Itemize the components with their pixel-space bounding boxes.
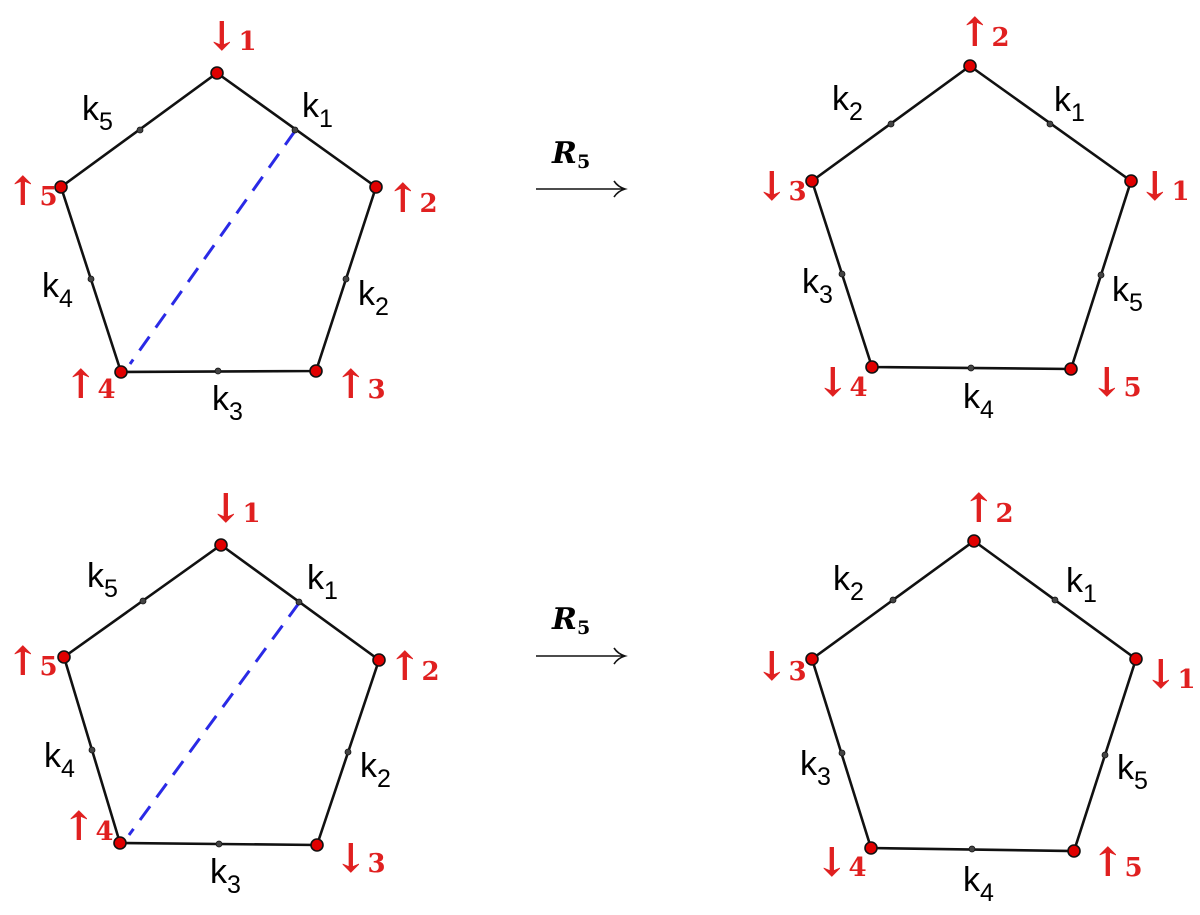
edge-midpoint: [139, 597, 147, 605]
edge-label: k4: [44, 737, 75, 783]
vertex-dot: [309, 364, 323, 378]
edge-label: k4: [42, 267, 73, 313]
edge-label: k2: [832, 80, 863, 126]
vertex-label: ↑2: [386, 175, 438, 222]
vertex-label: ↓3: [334, 835, 386, 882]
vertex-label: ↓1: [209, 485, 261, 532]
edge-label: k3: [212, 380, 243, 426]
vertex-dot: [54, 180, 68, 194]
edge-midpoint: [887, 120, 895, 128]
edge-midpoint: [88, 746, 96, 754]
vertex-label: ↑5: [1091, 839, 1143, 886]
operator-label: R5: [551, 136, 590, 173]
edge-midpoint: [342, 275, 350, 283]
edge-midpoint: [838, 749, 846, 757]
vertex-dot: [963, 59, 977, 73]
edge-label: k3: [802, 263, 833, 309]
edge-label: k1: [1066, 562, 1097, 608]
vertex-label: ↑4: [64, 361, 116, 408]
vertex-dot: [369, 180, 383, 194]
operator-label: R5: [551, 602, 590, 639]
edge-midpoint: [968, 845, 976, 853]
edge-label: k3: [210, 853, 241, 899]
vertex-label: ↓1: [1138, 163, 1190, 210]
edge-midpoint: [1097, 271, 1105, 279]
edge-label: k2: [360, 747, 391, 793]
edge-midpoint: [215, 840, 223, 848]
vertex-label: ↓4: [815, 839, 867, 886]
vertex-label: ↑3: [334, 361, 386, 408]
edge-midpoint: [1046, 120, 1054, 128]
vertex-label: ↓1: [205, 13, 257, 60]
vertex-label: ↑4: [62, 803, 114, 850]
vertex-dot: [1064, 362, 1078, 376]
edge-midpoint: [136, 126, 144, 134]
vertex-label: ↓4: [816, 359, 868, 406]
vertex-dot: [865, 360, 879, 374]
vertex-dot: [1124, 174, 1138, 188]
vertex-label: ↑2: [962, 485, 1014, 532]
pentagon-top-right: k1 k5 k4 k3 k2 ↑2 ↓1 ↓5 ↓4 ↓3: [755, 9, 1190, 424]
edge-label: k1: [302, 87, 333, 133]
edge-label: k3: [800, 745, 831, 791]
pentagon-top-left: k1 k2 k3 k4 k5 ↓1 ↑2 ↑3 ↑4 ↑5: [6, 13, 438, 426]
vertex-dot: [805, 652, 819, 666]
edge-midpoint: [344, 748, 352, 756]
arrow-head: [613, 647, 628, 665]
dashed-diagonal: [127, 602, 301, 836]
vertex-dot: [372, 653, 386, 667]
edge-midpoint: [838, 270, 846, 278]
edge-midpoint: [214, 367, 222, 375]
edge-midpoint: [889, 596, 897, 604]
vertex-label: ↓1: [1144, 651, 1196, 698]
dashed-diagonal: [128, 130, 297, 365]
edge-label: k5: [82, 90, 113, 136]
vertex-dot: [57, 650, 71, 664]
vertex-dot: [114, 365, 128, 379]
vertex-dot: [805, 174, 819, 188]
vertex-label: ↑2: [388, 643, 440, 690]
vertex-dot: [1129, 652, 1143, 666]
operator-arrow-bottom: R5: [536, 602, 628, 665]
edge-label: k4: [963, 378, 994, 424]
vertex-dot: [113, 836, 127, 850]
edge-label: k4: [963, 861, 994, 907]
edge-midpoint: [87, 275, 95, 283]
edge-midpoint: [295, 598, 303, 606]
edge-label: k2: [833, 560, 864, 606]
edge-midpoint: [1101, 751, 1109, 759]
vertex-dot: [214, 538, 228, 552]
operator-arrow-top: R5: [536, 136, 628, 198]
edge-midpoint: [1051, 596, 1059, 604]
edge-label: k5: [1112, 271, 1143, 317]
edge-label: k5: [87, 557, 118, 603]
vertex-dot: [210, 66, 224, 80]
edge-label: k1: [1054, 81, 1085, 127]
edge-midpoint: [291, 126, 299, 134]
vertex-label: ↑5: [6, 168, 58, 215]
edge-label: k5: [1117, 749, 1148, 795]
arrow-head: [613, 180, 628, 198]
vertex-dot: [1067, 844, 1081, 858]
vertex-dot: [864, 841, 878, 855]
edge-label: k2: [358, 275, 389, 321]
vertex-dot: [967, 534, 981, 548]
edge-label: k1: [307, 559, 338, 605]
vertex-dot: [310, 838, 324, 852]
pentagon-bottom-left: k1 k2 k3 k4 k5 ↓1 ↑2 ↓3 ↑4 ↑5: [6, 485, 440, 899]
pentagon-bottom-right: k1 k5 k4 k3 k2 ↑2 ↓1 ↑5 ↓4 ↓3: [755, 485, 1196, 907]
vertex-label: ↓3: [755, 163, 807, 210]
vertex-label: ↓3: [755, 643, 807, 690]
vertex-label: ↓5: [1090, 359, 1142, 406]
edge-midpoint: [967, 364, 975, 372]
vertex-label: ↑2: [958, 9, 1010, 56]
vertex-label: ↑5: [6, 638, 58, 685]
